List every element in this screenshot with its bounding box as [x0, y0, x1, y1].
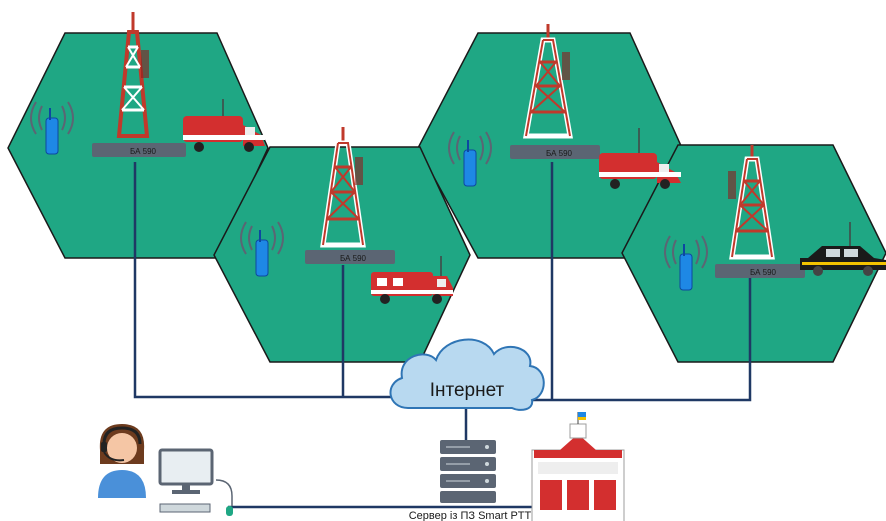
cell-4-repeater [715, 264, 805, 278]
fire-station-icon [531, 412, 625, 521]
cell-4-handheld-radio-icon [664, 235, 708, 291]
cell-1-tower-icon [116, 12, 150, 138]
cell-2-fire-truck-icon [371, 256, 453, 304]
cell-2-repeater [305, 250, 395, 264]
cell-4-tower-icon [728, 145, 775, 260]
cell-4-repeater-label: БА 590 [750, 268, 777, 277]
cell-2-handheld-radio-icon [240, 221, 284, 277]
server-icon [440, 440, 496, 503]
link-cell-1 [133, 162, 400, 399]
cell-1-ambulance-icon [183, 99, 265, 152]
cell-3-ambulance-icon [599, 128, 681, 189]
cell-1-handheld-radio-icon [30, 101, 74, 155]
cell-2-repeater-label: БА 590 [340, 254, 367, 263]
cell-3-tower-icon [523, 24, 573, 139]
cell-3-repeater-label: БА 590 [546, 149, 573, 158]
cell-2-tower-icon [320, 127, 366, 248]
network-links [133, 162, 752, 509]
workstation-icon [158, 448, 233, 516]
cell-4-police-car-icon [800, 222, 886, 276]
cell-1-repeater [92, 143, 186, 157]
internet-cloud-label: Інтернет [430, 380, 505, 401]
link-cell-4 [530, 278, 752, 402]
server-label: Сервер із ПЗ Smart PTT [409, 510, 532, 521]
internet-cloud-icon [389, 338, 545, 411]
dispatcher-icon [98, 424, 146, 498]
cell-4-hexagon [621, 144, 886, 363]
cell-1-repeater-label: БА 590 [130, 147, 157, 156]
cell-3-repeater [510, 145, 600, 159]
cell-3-handheld-radio-icon [448, 131, 492, 187]
